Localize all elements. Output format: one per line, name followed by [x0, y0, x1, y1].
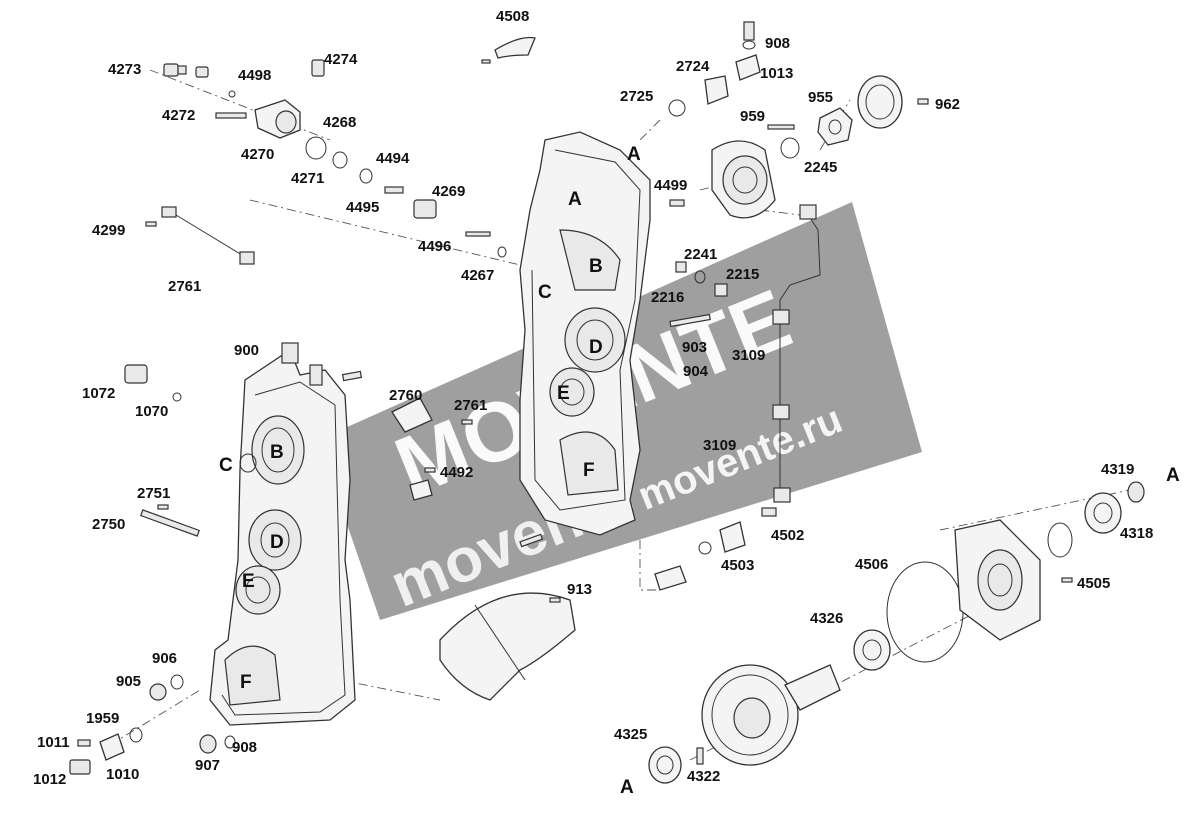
label-2215: 2215 — [726, 266, 759, 283]
label-1959: 1959 — [86, 710, 119, 727]
label-4267: 4267 — [461, 267, 494, 284]
ref-letter-e-center: E — [557, 383, 570, 404]
label-2724: 2724 — [676, 58, 710, 75]
ref-letter-a-center: A — [568, 189, 582, 210]
label-4269: 4269 — [432, 183, 465, 200]
label-4508: 4508 — [496, 8, 529, 25]
label-913: 913 — [567, 581, 592, 598]
ref-letter-d-left: D — [270, 532, 284, 553]
label-906: 906 — [152, 650, 177, 667]
ref-letter-f-left: F — [240, 672, 252, 693]
label-2241: 2241 — [684, 246, 717, 263]
left-housing-cover — [209, 342, 356, 726]
small-parts-lower-left — [69, 364, 576, 775]
label-962: 962 — [935, 96, 960, 113]
label-907: 907 — [195, 757, 220, 774]
center-housing — [519, 131, 651, 536]
label-955: 955 — [808, 89, 833, 106]
label-4492: 4492 — [440, 464, 473, 481]
label-4299: 4299 — [92, 222, 125, 239]
label-1070: 1070 — [135, 403, 168, 420]
label-4318: 4318 — [1120, 525, 1153, 542]
label-3109b: 3109 — [703, 437, 736, 454]
label-4326: 4326 — [810, 610, 843, 627]
label-4270: 4270 — [241, 146, 274, 163]
label-959: 959 — [740, 108, 765, 125]
gear-assembly — [648, 481, 1145, 784]
label-900: 900 — [234, 342, 259, 359]
label-2750: 2750 — [92, 516, 125, 533]
ref-letter-a-bottom: A — [620, 777, 634, 798]
label-4272: 4272 — [162, 107, 195, 124]
ref-letter-f-center: F — [583, 460, 595, 481]
label-4322: 4322 — [687, 768, 720, 785]
ref-letter-a-right: A — [1166, 465, 1180, 486]
label-4268: 4268 — [323, 114, 356, 131]
label-1072: 1072 — [82, 385, 115, 402]
label-4274: 4274 — [324, 51, 358, 68]
ref-letter-b-left: B — [270, 442, 284, 463]
label-4503: 4503 — [721, 557, 754, 574]
label-2761b: 2761 — [454, 397, 487, 414]
label-4494: 4494 — [376, 150, 410, 167]
label-2761: 2761 — [168, 278, 201, 295]
label-4499: 4499 — [654, 177, 687, 194]
label-1012: 1012 — [33, 771, 66, 788]
label-2760: 2760 — [389, 387, 422, 404]
ref-letter-a-top: A — [627, 144, 641, 165]
reference-letters: A A B C D E F B C D E F A A — [219, 144, 1180, 798]
label-4319: 4319 — [1101, 461, 1134, 478]
ref-letter-b-center: B — [589, 256, 603, 277]
ref-letter-c-center: C — [538, 282, 552, 303]
label-2751: 2751 — [137, 485, 170, 502]
ref-letter-e-left: E — [242, 571, 255, 592]
label-4495: 4495 — [346, 199, 379, 216]
label-2245: 2245 — [804, 159, 837, 176]
label-4498: 4498 — [238, 67, 271, 84]
label-4496: 4496 — [418, 238, 451, 255]
label-4505: 4505 — [1077, 575, 1110, 592]
label-4325: 4325 — [614, 726, 647, 743]
label-4271: 4271 — [291, 170, 324, 187]
ref-letter-d-center: D — [589, 337, 603, 358]
label-3109: 3109 — [732, 347, 765, 364]
ref-letter-c-left: C — [219, 455, 233, 476]
label-904: 904 — [683, 363, 709, 380]
label-905: 905 — [116, 673, 141, 690]
label-903: 903 — [682, 339, 707, 356]
label-4502: 4502 — [771, 527, 804, 544]
label-4506: 4506 — [855, 556, 888, 573]
label-1010: 1010 — [106, 766, 139, 783]
small-parts-top-left — [145, 36, 536, 265]
label-1011: 1011 — [37, 734, 70, 751]
label-908: 908 — [765, 35, 790, 52]
label-1013: 1013 — [760, 65, 793, 82]
label-2725: 2725 — [620, 88, 653, 105]
label-4273: 4273 — [108, 61, 141, 78]
label-2216: 2216 — [651, 289, 684, 306]
small-parts-top-right — [668, 21, 929, 503]
part-number-labels: 4508 908 2724 1013 4273 4274 4498 2725 9… — [33, 8, 1153, 788]
label-908b: 908 — [232, 739, 257, 756]
